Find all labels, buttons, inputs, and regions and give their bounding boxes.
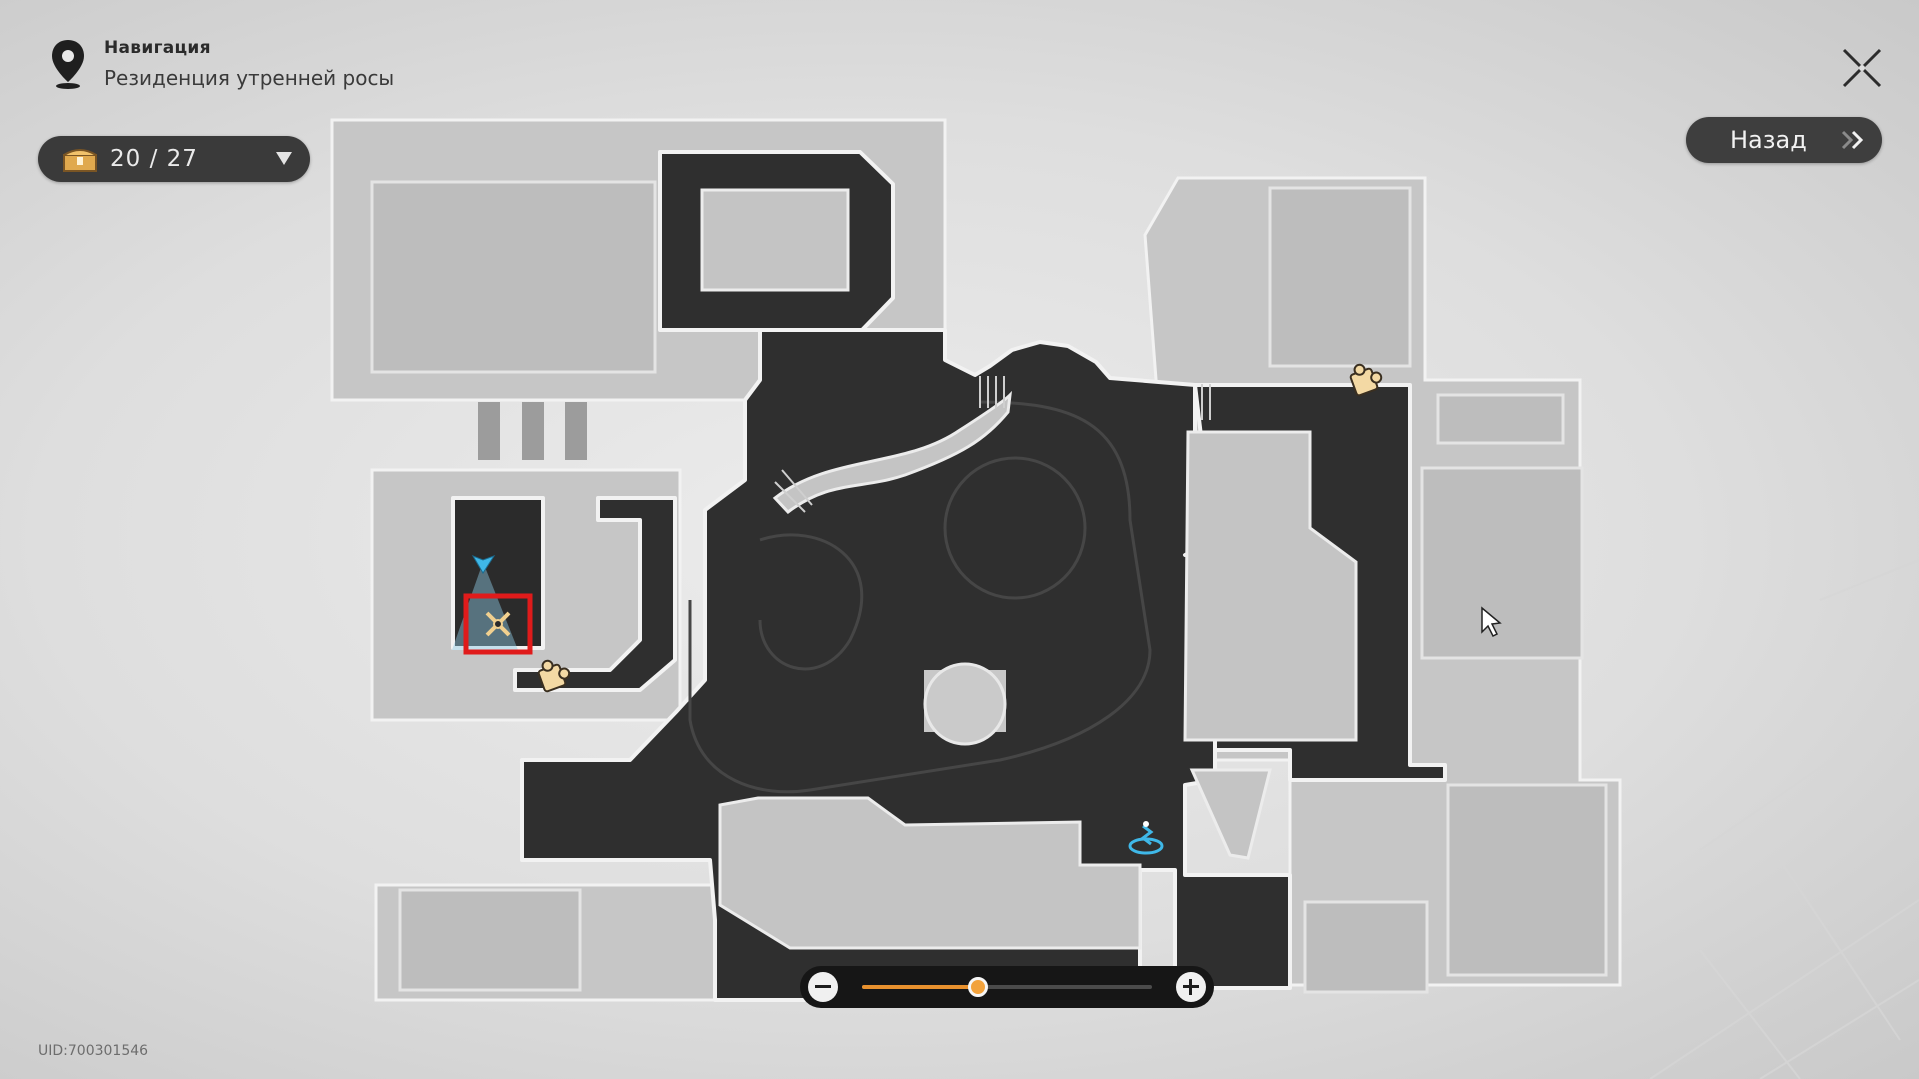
map-inner-features bbox=[700, 188, 1358, 950]
location-name: Резиденция утренней росы bbox=[104, 66, 395, 90]
double-chevron-right-icon bbox=[1841, 130, 1864, 150]
puzzle-piece-icon[interactable] bbox=[536, 655, 573, 693]
back-button[interactable]: Назад bbox=[1686, 117, 1882, 163]
map-dark-interior-lines bbox=[688, 400, 1152, 794]
treasure-counter-dropdown[interactable]: 20 / 27 bbox=[38, 136, 310, 182]
navigation-header: Навигация Резиденция утренней росы bbox=[48, 38, 394, 90]
treasure-chest-icon bbox=[63, 149, 97, 172]
map-building-outlines bbox=[370, 180, 1608, 994]
player-arrow-icon bbox=[471, 554, 496, 574]
background-street-lines bbox=[1649, 559, 1919, 1079]
zoom-out-button[interactable] bbox=[808, 972, 838, 1002]
zoom-control bbox=[800, 966, 1214, 1008]
space-anchor-icon[interactable] bbox=[1128, 821, 1164, 855]
zoom-in-button[interactable] bbox=[1176, 972, 1206, 1002]
zoom-slider-handle[interactable] bbox=[968, 977, 988, 997]
curved-bridge bbox=[772, 390, 1012, 515]
back-button-label: Назад bbox=[1730, 126, 1807, 154]
chevron-down-icon bbox=[276, 152, 292, 165]
zoom-slider[interactable] bbox=[862, 977, 1152, 997]
close-icon[interactable] bbox=[1838, 44, 1886, 92]
map-cursor-icon bbox=[1481, 606, 1502, 638]
puzzle-piece-icon[interactable] bbox=[1348, 359, 1385, 397]
zoom-fill bbox=[862, 985, 978, 989]
crossed-swords-icon[interactable] bbox=[485, 611, 511, 637]
navigation-title: Навигация bbox=[104, 38, 211, 58]
uid-label: UID:700301546 bbox=[38, 1043, 149, 1059]
map-pin-icon bbox=[52, 40, 84, 89]
treasure-count: 20 / 27 bbox=[110, 146, 198, 172]
map-small-bars bbox=[478, 402, 628, 826]
stairs bbox=[774, 376, 1211, 513]
highlight-box bbox=[463, 593, 533, 655]
